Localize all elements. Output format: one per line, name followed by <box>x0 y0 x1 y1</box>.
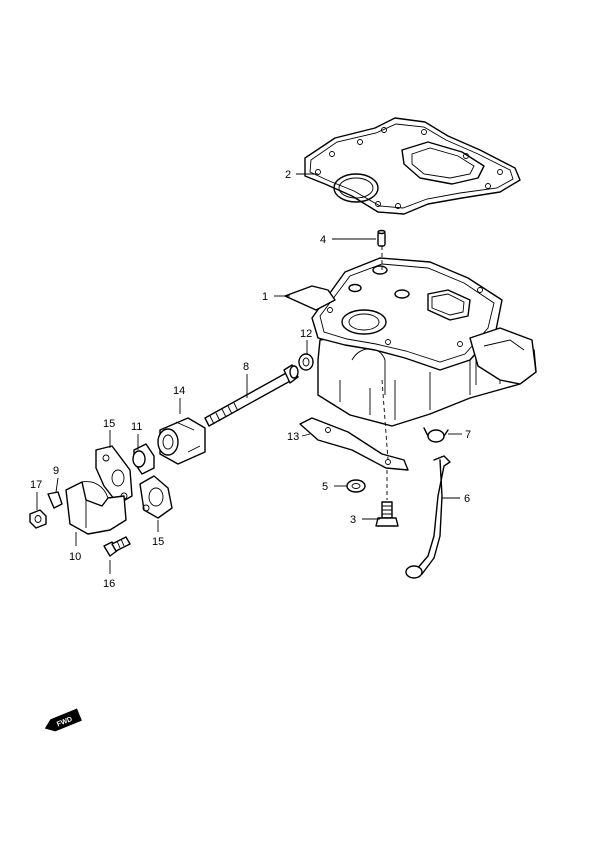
callout-5: 5 <box>322 481 328 493</box>
lever-part-13 <box>299 417 409 471</box>
bolt-part-3 <box>375 501 399 527</box>
gasket-part-2 <box>304 117 521 215</box>
callout-1: 1 <box>262 291 268 303</box>
washer-part-5 <box>346 479 366 493</box>
callout-2: 2 <box>285 169 291 181</box>
leader-lines <box>36 173 462 574</box>
callout-13: 13 <box>287 431 299 443</box>
plate-part-15-upper <box>95 445 133 505</box>
callout-16: 16 <box>103 578 115 590</box>
callout-15-lower: 15 <box>152 536 164 548</box>
callout-17: 17 <box>30 479 42 491</box>
bolt-part-16 <box>103 536 131 557</box>
callout-3: 3 <box>350 514 356 526</box>
nut-part-17 <box>29 509 47 529</box>
clamp-part-7 <box>423 427 449 443</box>
bolt-part-8 <box>204 364 299 427</box>
plate-part-15-lower <box>139 475 173 519</box>
callout-12: 12 <box>300 328 312 340</box>
washer-part-12 <box>298 353 314 371</box>
callout-4: 4 <box>320 234 326 246</box>
callout-7: 7 <box>465 429 471 441</box>
callout-8: 8 <box>243 361 249 373</box>
collar-part-11 <box>132 443 155 475</box>
dowel-pin-part-4 <box>377 229 386 247</box>
callout-6: 6 <box>464 493 470 505</box>
clip-part-9 <box>47 491 63 509</box>
callout-11: 11 <box>131 421 142 433</box>
callout-labels: 1 2 3 4 5 6 7 8 9 10 11 12 13 14 15 15 1… <box>30 169 471 590</box>
bracket-part-10 <box>65 481 127 535</box>
engine-holder-part-1 <box>284 257 537 427</box>
fwd-arrow-icon: FWD <box>44 708 82 732</box>
pipe-part-6 <box>405 455 451 579</box>
bushing-part-14 <box>157 417 206 465</box>
callout-14: 14 <box>173 385 185 397</box>
callout-15-upper: 15 <box>103 418 115 430</box>
callout-9: 9 <box>53 465 59 477</box>
callout-10: 10 <box>69 551 81 563</box>
